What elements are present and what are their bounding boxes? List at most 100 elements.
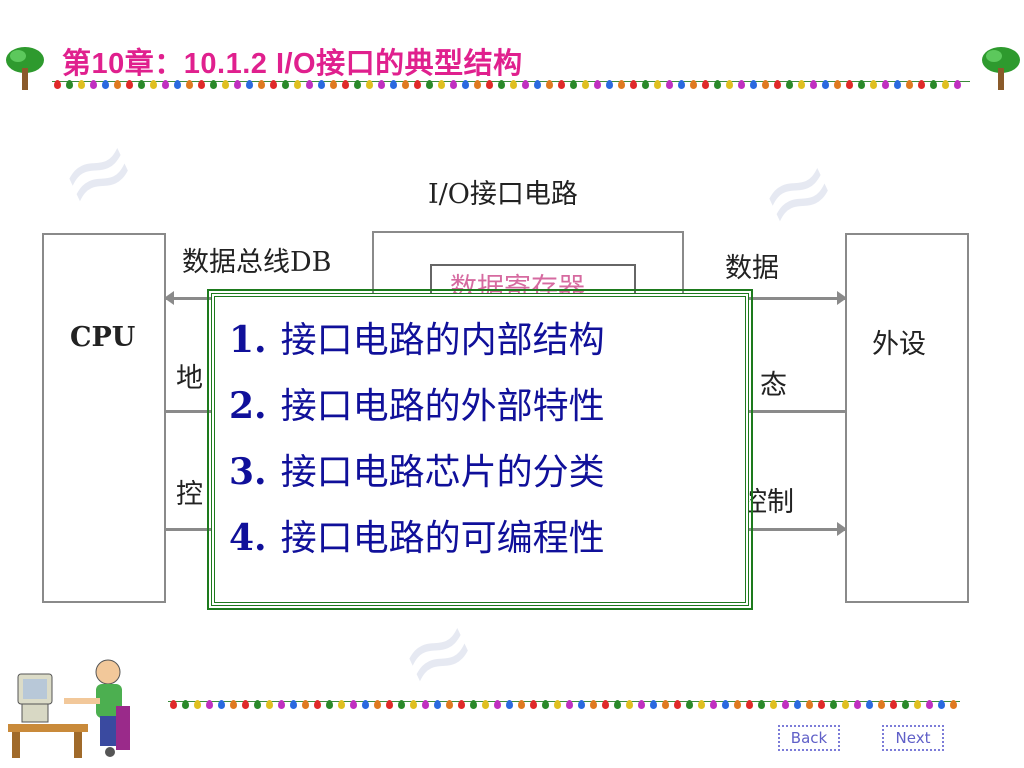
garland-bead xyxy=(162,80,169,89)
garland-string xyxy=(168,701,960,702)
garland-bead xyxy=(566,700,573,709)
garland-bead xyxy=(446,700,453,709)
garland-bead xyxy=(458,700,465,709)
address-bus-line xyxy=(166,410,216,413)
garland-bead xyxy=(90,80,97,89)
garland-bead xyxy=(762,80,769,89)
right-status-label: 态 xyxy=(760,370,787,401)
garland-bead xyxy=(330,80,337,89)
garland-bead xyxy=(954,80,961,89)
garland-bead xyxy=(686,700,693,709)
garland-bead xyxy=(638,700,645,709)
next-button[interactable]: Next xyxy=(882,725,944,751)
tree-icon xyxy=(6,47,44,90)
background-pattern: ≈ xyxy=(41,108,155,237)
garland-bead xyxy=(842,700,849,709)
garland-bead xyxy=(846,80,853,89)
garland-bead xyxy=(230,700,237,709)
garland-bead xyxy=(510,80,517,89)
garland-bead xyxy=(266,700,273,709)
interface-heading: I/O接口电路 xyxy=(428,179,578,210)
garland-bead xyxy=(198,80,205,89)
topic-text: 接口电路的外部特性 xyxy=(280,386,605,427)
garland-bead xyxy=(222,80,229,89)
topic-text: 接口电路的内部结构 xyxy=(280,320,605,361)
topic-item-4[interactable]: 4.接口电路的可编程性 xyxy=(229,509,605,561)
garland-bead xyxy=(818,700,825,709)
garland-bead xyxy=(366,80,373,89)
garland-bead xyxy=(354,80,361,89)
garland-bead xyxy=(906,80,913,89)
garland-bead xyxy=(258,80,265,89)
garland-bead xyxy=(854,700,861,709)
garland-bead xyxy=(54,80,61,89)
computer-user-clipart-icon xyxy=(8,659,130,758)
topic-item-1[interactable]: 1. 接口电路的内部结构 xyxy=(229,311,605,363)
cpu-box xyxy=(42,233,166,603)
garland-bead xyxy=(374,700,381,709)
garland-bead xyxy=(486,80,493,89)
garland-bead xyxy=(606,80,613,89)
garland-bead xyxy=(894,80,901,89)
garland-bead xyxy=(882,80,889,89)
garland-bead xyxy=(390,80,397,89)
background-pattern: ≈ xyxy=(381,588,495,717)
garland-bead xyxy=(114,80,121,89)
garland-bead xyxy=(350,700,357,709)
garland-bead xyxy=(726,80,733,89)
garland-bead xyxy=(522,80,529,89)
garland-bead xyxy=(642,80,649,89)
garland-bead xyxy=(218,700,225,709)
garland-bead xyxy=(734,700,741,709)
garland-bead xyxy=(810,80,817,89)
garland-bead xyxy=(794,700,801,709)
bead-garland-top xyxy=(52,80,970,90)
garland-bead xyxy=(474,80,481,89)
garland-bead xyxy=(746,700,753,709)
garland-bead xyxy=(942,80,949,89)
garland-bead xyxy=(326,700,333,709)
control-bus-label: 控 xyxy=(176,479,203,510)
garland-bead xyxy=(618,80,625,89)
garland-bead xyxy=(866,700,873,709)
topic-text: 接口电路芯片的分类 xyxy=(280,452,605,493)
garland-bead xyxy=(602,700,609,709)
garland-bead xyxy=(690,80,697,89)
garland-bead xyxy=(722,700,729,709)
garland-bead xyxy=(386,700,393,709)
garland-bead xyxy=(678,80,685,89)
topic-text: 接口电路的可编程性 xyxy=(280,518,605,559)
garland-bead xyxy=(278,700,285,709)
topic-item-2[interactable]: 2.接口电路的外部特性 xyxy=(229,377,605,429)
garland-bead xyxy=(570,80,577,89)
garland-bead xyxy=(858,80,865,89)
garland-bead xyxy=(414,80,421,89)
garland-bead xyxy=(710,700,717,709)
right-control-line xyxy=(749,522,847,536)
garland-bead xyxy=(182,700,189,709)
garland-bead xyxy=(438,80,445,89)
garland-bead xyxy=(546,80,553,89)
data-bus-label: 数据总线DB xyxy=(182,247,332,278)
garland-bead xyxy=(302,700,309,709)
garland-bead xyxy=(702,80,709,89)
garland-bead xyxy=(738,80,745,89)
garland-bead xyxy=(758,700,765,709)
garland-bead xyxy=(282,80,289,89)
garland-bead xyxy=(494,700,501,709)
garland-bead xyxy=(66,80,73,89)
garland-bead xyxy=(662,700,669,709)
back-button[interactable]: Back xyxy=(778,725,840,751)
topic-number: 1. xyxy=(229,319,267,361)
garland-bead xyxy=(398,700,405,709)
garland-bead xyxy=(422,700,429,709)
garland-bead xyxy=(830,700,837,709)
garland-bead xyxy=(698,700,705,709)
topic-item-3[interactable]: 3.接口电路芯片的分类 xyxy=(229,443,605,495)
peripheral-label: 外设 xyxy=(872,329,926,360)
garland-bead xyxy=(774,80,781,89)
control-bus-line xyxy=(166,528,216,531)
garland-bead xyxy=(470,700,477,709)
garland-bead xyxy=(450,80,457,89)
garland-bead xyxy=(342,80,349,89)
